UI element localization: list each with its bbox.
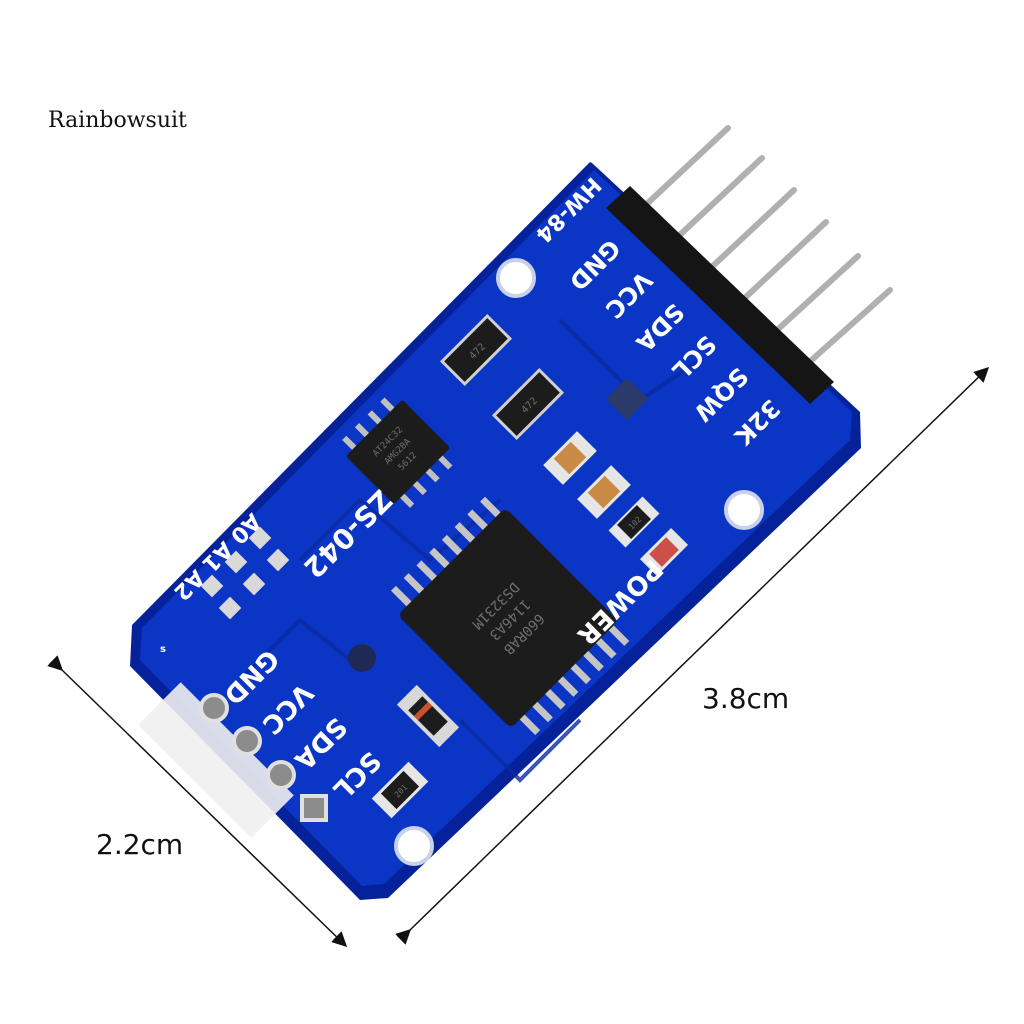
small-silk-s: s [160,644,166,655]
watermark-text: Rainbowsuit [48,108,187,133]
smd-resistor: 201 [371,761,429,819]
diode [396,684,460,748]
eeprom-chip: AT24C32 AMG2BA 5612 [342,397,453,508]
mounting-hole [724,490,764,530]
resistor-array-1: 472 [439,313,513,387]
resistor-array-2: 472 [491,367,565,441]
mounting-hole [394,826,434,866]
power-led [639,527,689,577]
header-pins [633,125,893,377]
smd-resistor: 102 [608,496,660,548]
capacitor [577,465,631,519]
capacitor [543,431,597,485]
length-dimension-line [395,366,990,945]
pin-header-block [606,186,834,404]
bottom-pads [138,682,328,838]
mounting-hole [496,258,536,298]
rtc-chip: DS3231M 1146A3 660RAB [390,496,630,736]
width-dimension-line [47,655,348,948]
component-dot [348,644,376,672]
